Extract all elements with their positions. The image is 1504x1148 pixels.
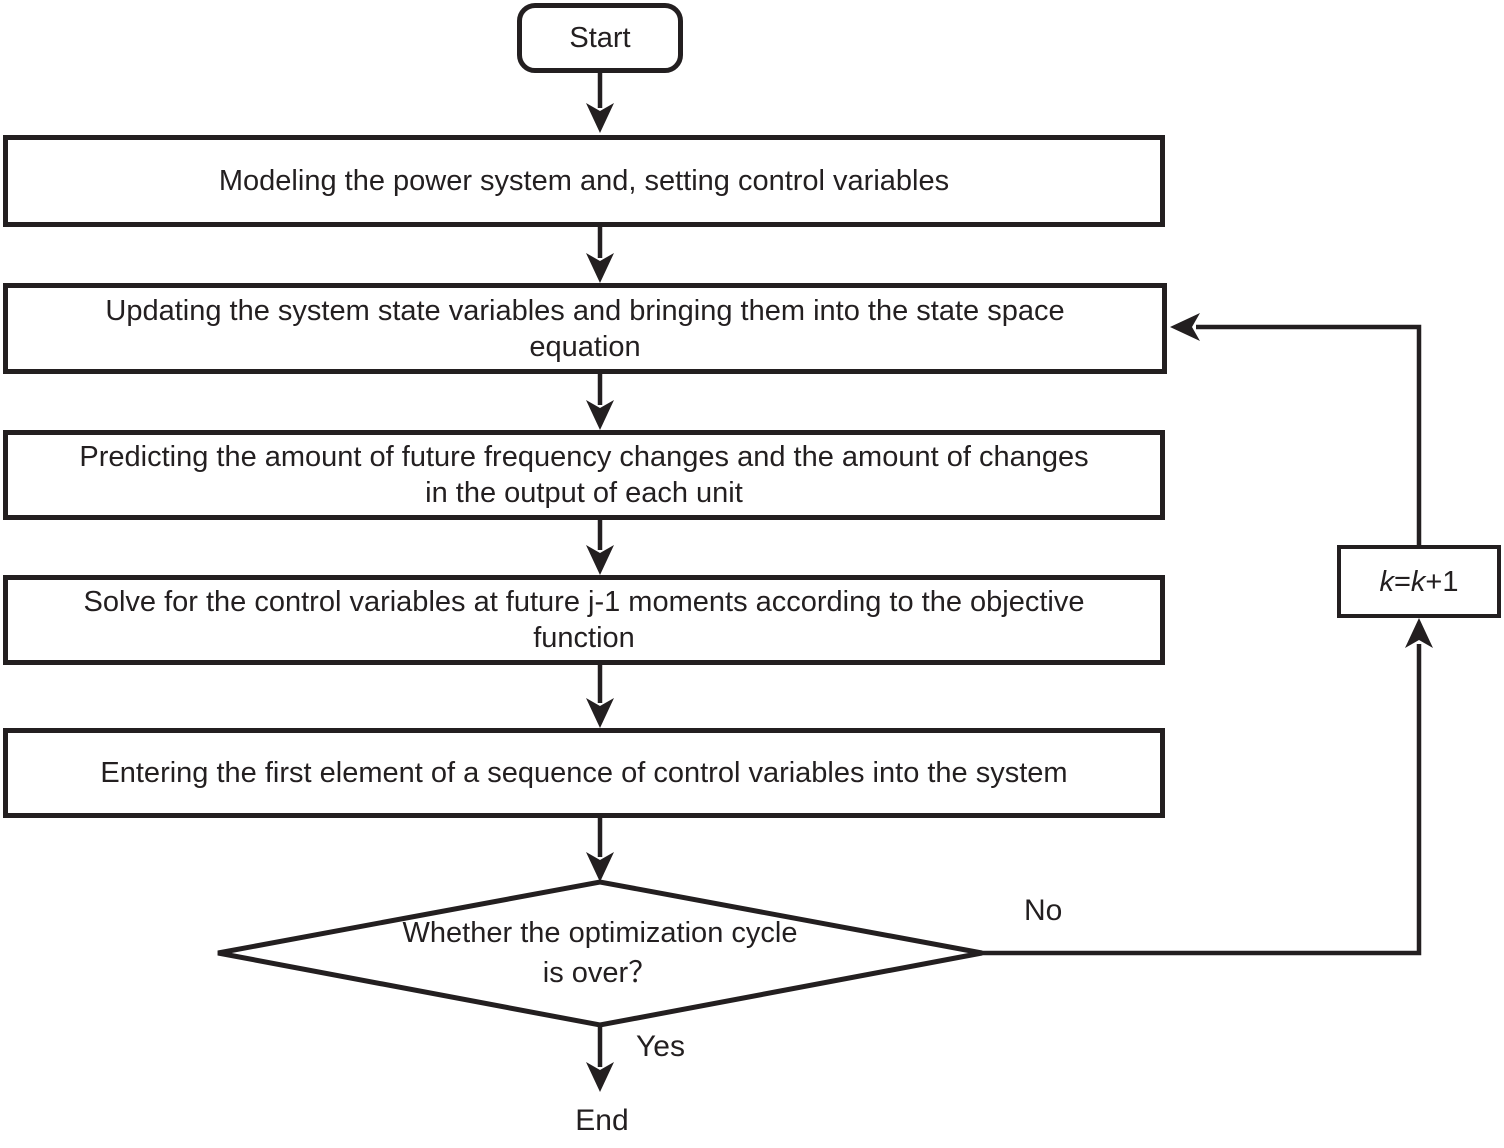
process-text: function	[533, 622, 635, 654]
counter-k2: k	[1410, 565, 1426, 598]
counter-equals: =	[1393, 565, 1411, 598]
process-text: Predicting the amount of future frequenc…	[79, 441, 1089, 473]
loop-line-counter-to-updating	[1196, 324, 1422, 545]
decision-diamond	[217, 879, 983, 1028]
start-node: Start	[517, 3, 683, 73]
process-box-modeling: Modeling the power system and, setting c…	[3, 135, 1165, 227]
arrowhead-into-solving	[586, 545, 614, 575]
decision-text: Whether the optimization cycle	[402, 917, 798, 949]
process-text: equation	[529, 330, 641, 363]
arrowhead-into-updating	[586, 253, 614, 283]
end-label: End	[575, 1104, 629, 1137]
process-text: Modeling the power system and, setting c…	[218, 165, 950, 197]
arrowhead-into-end	[586, 1062, 614, 1092]
arrowhead-into-predicting	[586, 400, 614, 430]
counter-k1: k	[1379, 565, 1394, 598]
counter-label: k=k+1	[1379, 564, 1458, 600]
process-text: Updating the system state variables and …	[105, 294, 1065, 327]
arrowhead-into-counter	[1405, 618, 1433, 648]
process-box-updating: Updating the system state variables and …	[3, 283, 1167, 374]
process-box-predicting: Predicting the amount of future frequenc…	[3, 430, 1165, 520]
arrowhead-into-decision	[586, 852, 614, 882]
process-box-entering: Entering the first element of a sequence…	[3, 728, 1165, 818]
process-text: Entering the first element of a sequence…	[100, 757, 1068, 789]
counter-increment-node: k=k+1	[1337, 545, 1501, 618]
branch-label-yes: Yes	[636, 1030, 685, 1063]
branch-label-no: No	[1024, 894, 1063, 927]
process-text: in the output of each unit	[425, 477, 743, 509]
no-branch-line	[982, 644, 1422, 956]
counter-increment: +1	[1425, 565, 1459, 598]
decision-text: is over？	[542, 957, 658, 989]
start-label: Start	[569, 22, 631, 54]
process-box-solving: Solve for the control variables at futur…	[3, 575, 1165, 665]
decision-label: Whether the optimization cycle is over？	[370, 902, 830, 1004]
arrowhead-into-modeling	[586, 103, 614, 133]
arrowhead-into-entering	[586, 698, 614, 728]
process-text: Solve for the control variables at futur…	[83, 586, 1085, 618]
arrowhead-loop-into-updating	[1170, 313, 1200, 341]
